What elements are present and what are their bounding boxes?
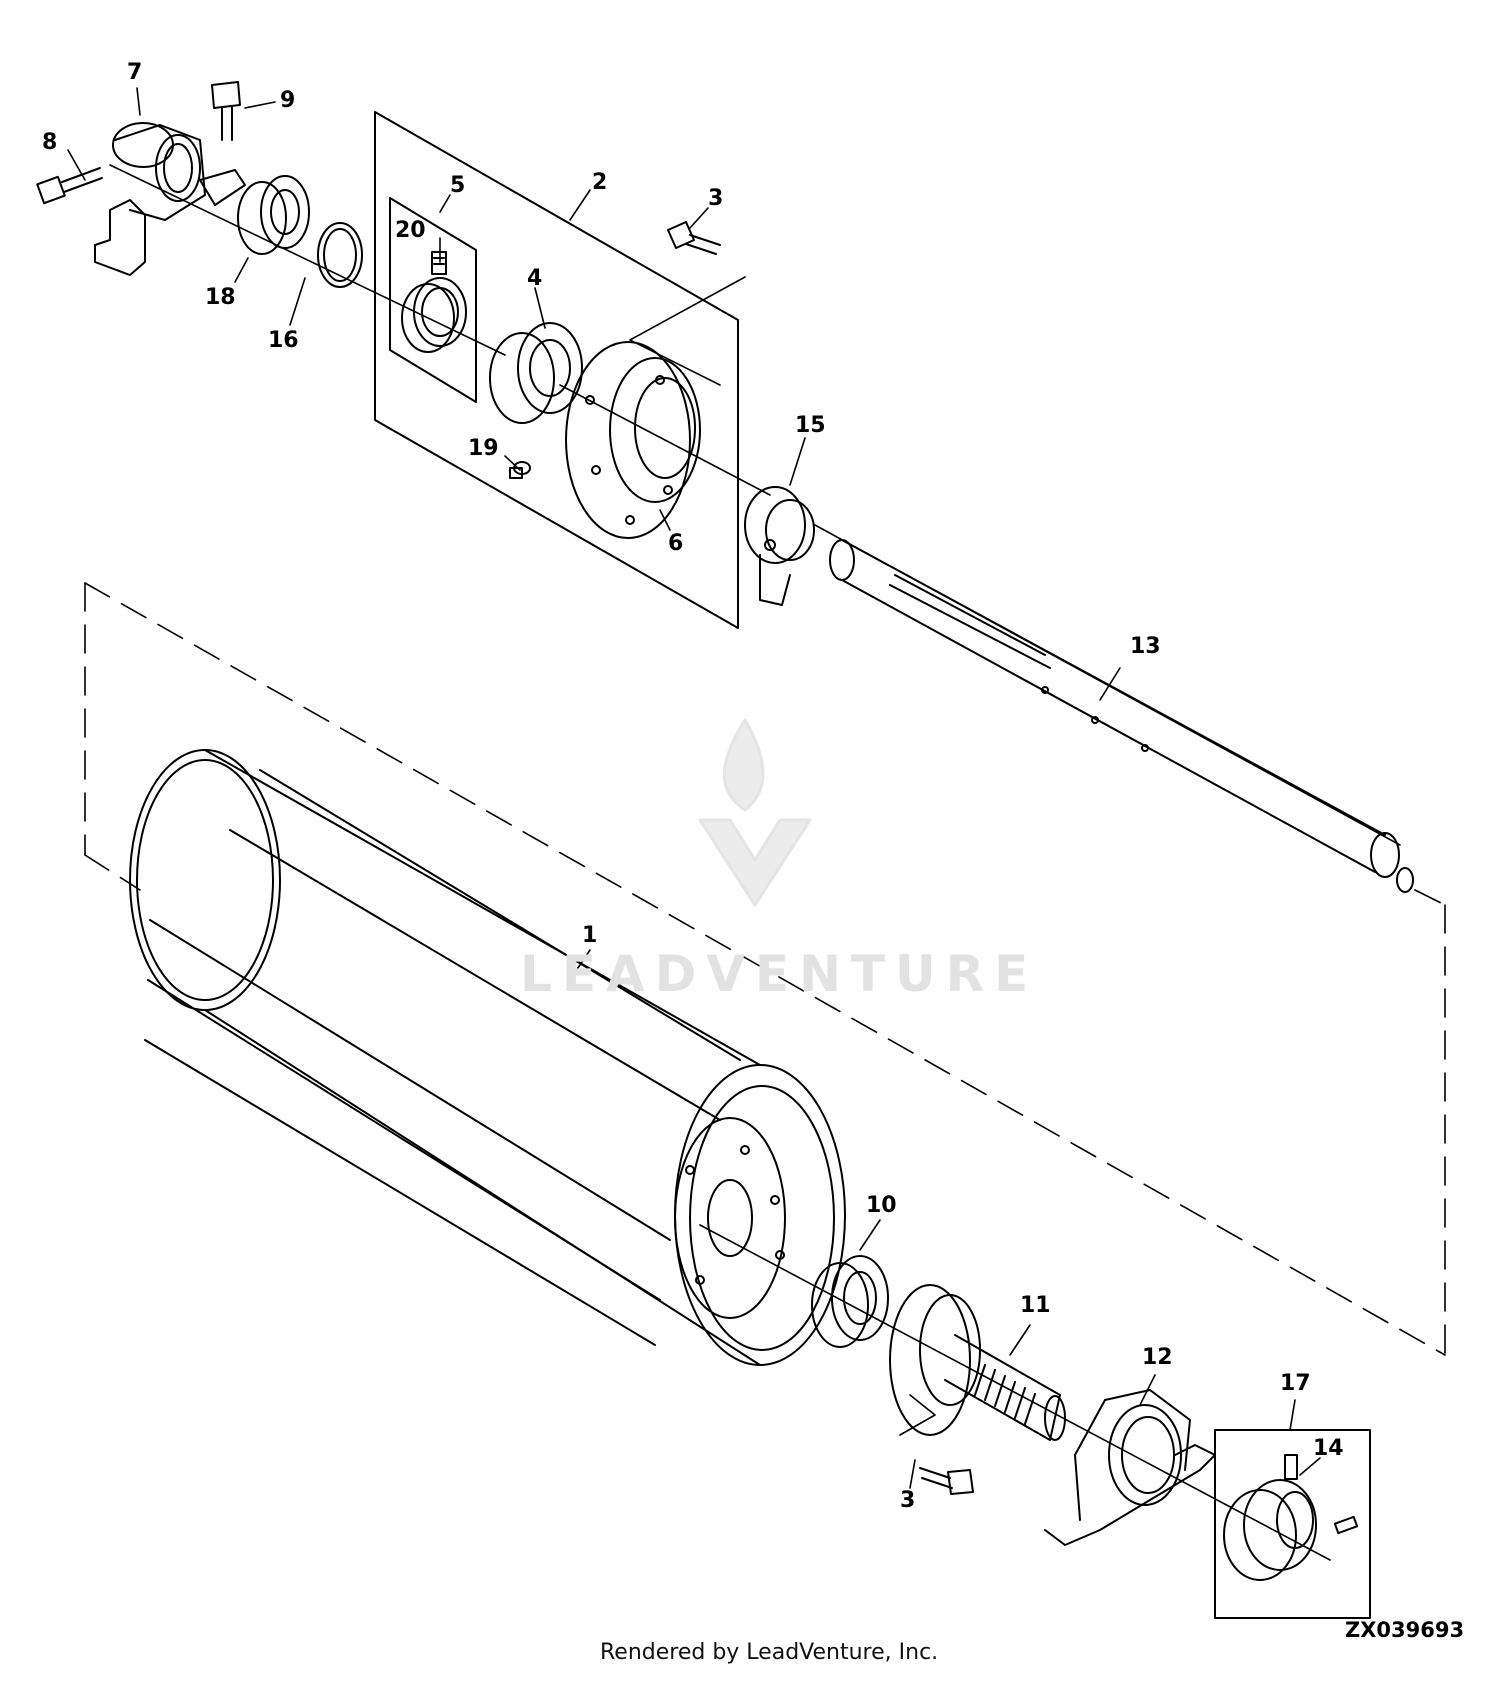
set-screw-14 [1284,1454,1359,1535]
callout-9: 9 [280,88,296,113]
callout-11: 11 [1020,1293,1051,1318]
group-box-17 [1214,1429,1371,1619]
callout-14: 14 [1313,1436,1344,1461]
callout-15: 15 [795,413,826,438]
lower-axis-line [699,1224,1331,1561]
bearing-4 [489,322,583,424]
render-credit: Rendered by LeadVenture, Inc. [600,1640,939,1665]
bolt-3-upper [667,221,721,255]
drum-1 [129,749,846,1366]
callout-3-lower: 3 [900,1488,916,1513]
callout-8: 8 [42,130,58,155]
callout-4: 4 [527,266,543,291]
callout-20: 20 [395,218,426,243]
callout-13: 13 [1130,634,1161,659]
callout-10: 10 [866,1193,897,1218]
bolt-3-lower [919,1467,974,1495]
bearing-18 [237,175,310,255]
callout-2: 2 [592,170,608,195]
group-box-5 [389,197,477,403]
bolt-8 [36,167,103,205]
group-box-2 [374,111,739,629]
hub-15 [744,486,815,606]
set-screw-20 [431,251,447,275]
callout-12: 12 [1142,1345,1173,1370]
callout-7: 7 [127,60,143,85]
collar-5 [401,277,467,353]
figure-id: ZX039693 [1345,1618,1465,1642]
callout-19: 19 [468,436,499,461]
callout-16: 16 [268,328,299,353]
bolt-9 [211,81,241,141]
dashed-shaft-path [84,582,1446,1356]
collar-17 [1223,1479,1317,1581]
callout-18: 18 [205,285,236,310]
callout-1: 1 [582,923,598,948]
grease-fitting-19 [509,461,531,479]
snap-ring-16 [317,222,363,288]
shaft-13 [829,539,1414,893]
callout-6: 6 [668,531,684,556]
flanged-stub-11 [889,1284,1066,1441]
watermark-logo-icon [698,718,812,907]
pillow-block-upper [94,122,246,276]
callout-3-upper: 3 [708,186,724,211]
callout-17: 17 [1280,1371,1311,1396]
flange-6 [565,341,701,539]
watermark-text: LEADVENTURE [520,945,1039,1003]
pillow-block-lower [1044,1389,1216,1546]
bearing-10 [811,1255,889,1348]
callout-5: 5 [450,173,466,198]
leader-lines [67,87,1321,1489]
